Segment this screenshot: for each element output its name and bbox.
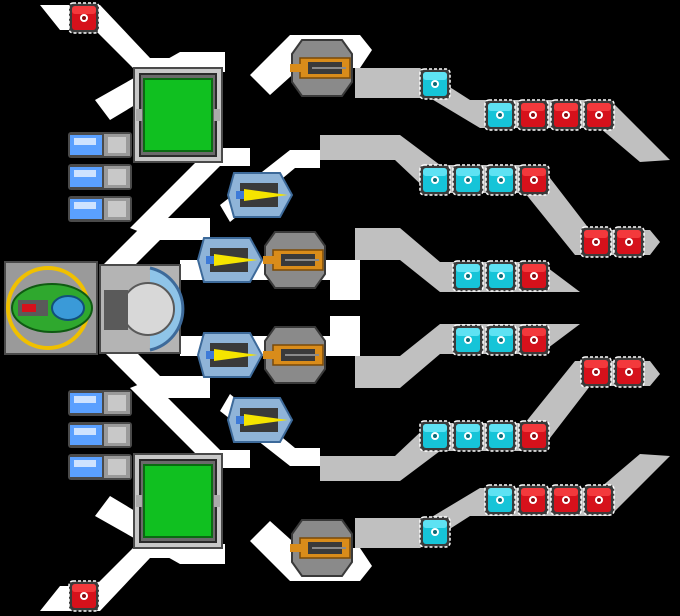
lower-b4-node-1-red[interactable]: [580, 356, 612, 388]
upper-b3-node-4-red[interactable]: [518, 164, 550, 196]
lower-b2-node-2-red[interactable]: [517, 484, 549, 516]
path-cannon-mid-upper: [330, 262, 360, 300]
upper-b4-node-2-red[interactable]: [613, 226, 645, 258]
lower-b3-node-4-red[interactable]: [518, 420, 550, 452]
path-cannon-mid-lower: [330, 316, 360, 354]
lower-b1-node-1-cyan[interactable]: [419, 516, 451, 548]
upper-b2-node-2-red[interactable]: [517, 99, 549, 131]
branch-lower-2: [320, 361, 660, 481]
upper-b2-node-1-cyan[interactable]: [484, 99, 516, 131]
upper-b1-node-1-cyan[interactable]: [419, 68, 451, 100]
cannon-lower-icon[interactable]: [289, 519, 353, 577]
upper-b2-node-3-red[interactable]: [550, 99, 582, 131]
mid-b2-node-2-cyan[interactable]: [485, 324, 517, 356]
mid-b1-node-1-cyan[interactable]: [452, 260, 484, 292]
flagship-core-icon[interactable]: [4, 261, 98, 355]
path-thruster-upper-a: [130, 148, 250, 236]
thruster-upper-icon[interactable]: [227, 172, 293, 218]
cannon-upper-icon[interactable]: [289, 39, 353, 97]
upper-b3-node-3-cyan[interactable]: [485, 164, 517, 196]
lower-b2-node-3-red[interactable]: [550, 484, 582, 516]
mid-b1-node-2-cyan[interactable]: [485, 260, 517, 292]
cannon-mid-lower-icon[interactable]: [262, 326, 326, 384]
upper-cap-node-1-red[interactable]: [68, 2, 100, 34]
armor-module-upper-icon[interactable]: [133, 67, 223, 163]
lower-b4-node-2-red[interactable]: [613, 356, 645, 388]
mid-b2-node-1-cyan[interactable]: [452, 324, 484, 356]
thruster-lower-icon[interactable]: [227, 397, 293, 443]
booster-lower-3-icon[interactable]: [68, 454, 132, 480]
lower-b3-node-3-cyan[interactable]: [485, 420, 517, 452]
cannon-mid-upper-icon[interactable]: [262, 231, 326, 289]
thruster-mid-upper-icon[interactable]: [197, 237, 263, 283]
lower-b2-node-4-red[interactable]: [583, 484, 615, 516]
booster-lower-1-icon[interactable]: [68, 390, 132, 416]
lower-b2-node-1-cyan[interactable]: [484, 484, 516, 516]
thruster-mid-lower-icon[interactable]: [197, 332, 263, 378]
armor-module-lower-icon[interactable]: [133, 453, 223, 549]
path-thruster-lower-a: [130, 380, 250, 468]
upper-b2-node-4-red[interactable]: [583, 99, 615, 131]
upper-b4-node-1-red[interactable]: [580, 226, 612, 258]
lower-b3-node-1-cyan[interactable]: [419, 420, 451, 452]
mid-b1-node-3-red[interactable]: [518, 260, 550, 292]
upper-b3-node-2-cyan[interactable]: [452, 164, 484, 196]
booster-lower-2-icon[interactable]: [68, 422, 132, 448]
booster-upper-3-icon[interactable]: [68, 196, 132, 222]
lower-cap-node-1-red[interactable]: [68, 580, 100, 612]
booster-upper-1-icon[interactable]: [68, 132, 132, 158]
lower-b3-node-2-cyan[interactable]: [452, 420, 484, 452]
upper-b3-node-1-cyan[interactable]: [419, 164, 451, 196]
booster-upper-2-icon[interactable]: [68, 164, 132, 190]
dome-shield-icon[interactable]: [99, 264, 185, 354]
mid-b2-node-3-red[interactable]: [518, 324, 550, 356]
branch-upper-2: [320, 135, 660, 255]
